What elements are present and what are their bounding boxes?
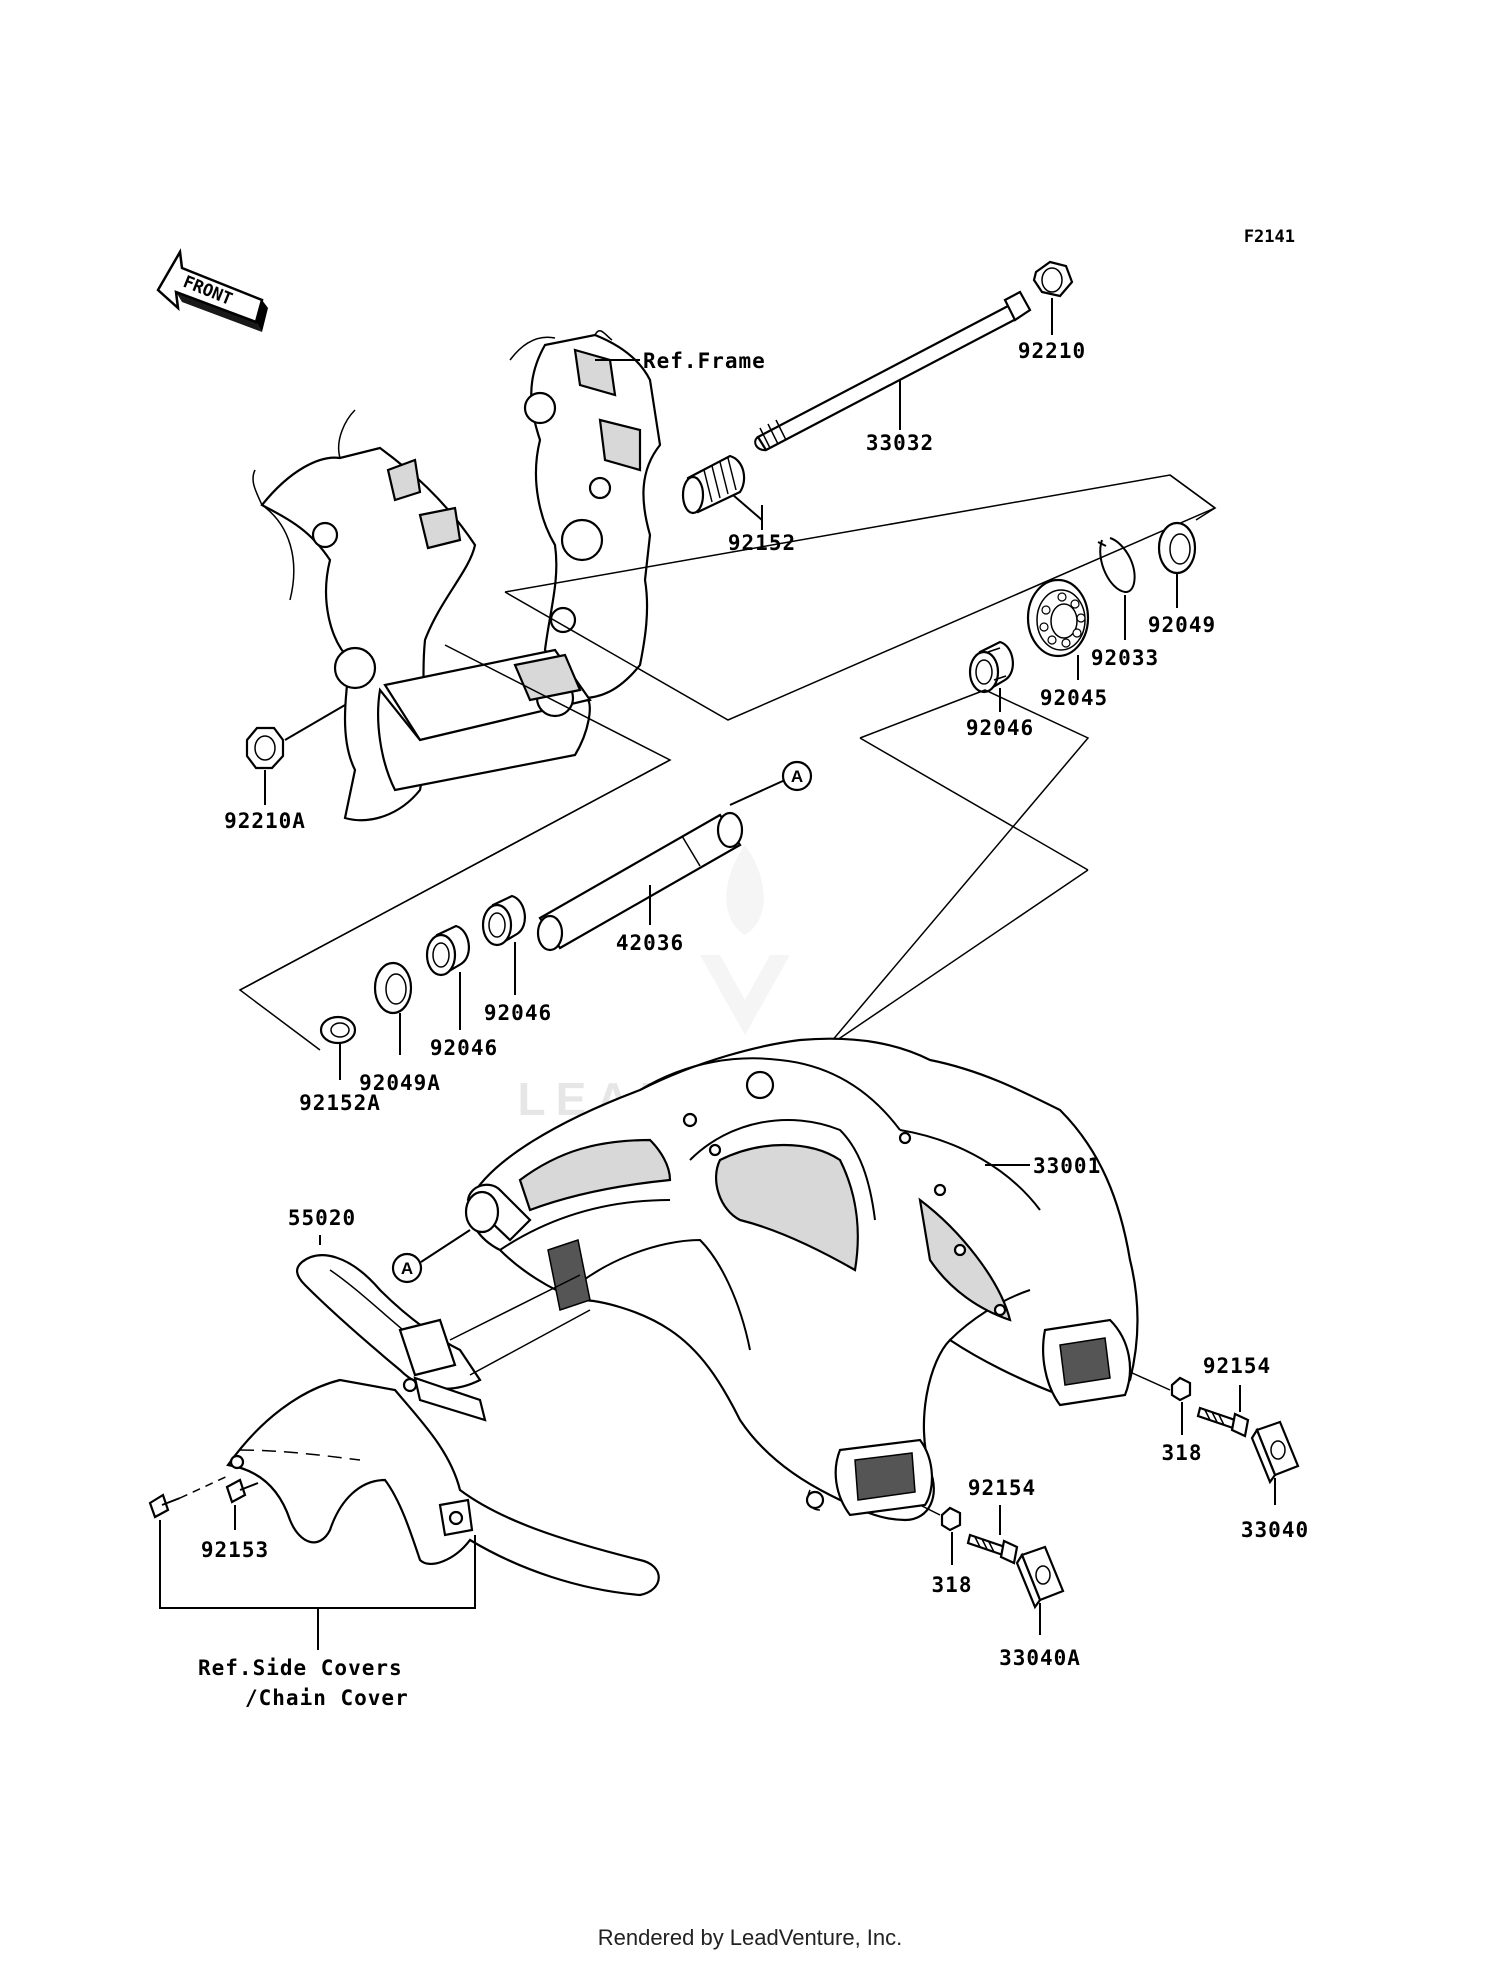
ref-chain-cover-label: /Chain Cover	[245, 1686, 409, 1710]
label-55020: 55020	[288, 1206, 356, 1230]
footer-credit: Rendered by LeadVenture, Inc.	[598, 1925, 903, 1950]
label-33040A: 33040A	[999, 1646, 1081, 1670]
label-92045: 92045	[1040, 686, 1108, 710]
pivot-shaft-33032	[754, 290, 1032, 452]
swingarm-33001	[464, 1037, 1139, 1522]
nut-318-bottom	[940, 1506, 962, 1532]
bearing-92045	[1026, 578, 1090, 658]
label-92152A: 92152A	[299, 1091, 381, 1115]
nut-92210	[1032, 260, 1074, 298]
label-92210A: 92210A	[224, 809, 306, 833]
label-318-bottom: 318	[932, 1573, 973, 1597]
label-92046-left-upper: 92046	[484, 1001, 552, 1025]
front-arrow-icon	[156, 248, 268, 332]
marker-a-top-text: A	[791, 767, 803, 786]
screw-92153-right	[225, 1478, 259, 1504]
screw-92153-left	[148, 1493, 181, 1519]
seal-92049	[1157, 521, 1197, 575]
needle-bearing-92046-left-lower	[425, 924, 470, 977]
label-33040: 33040	[1241, 1518, 1309, 1542]
label-92033: 92033	[1091, 646, 1159, 670]
leader-92152	[732, 494, 763, 521]
label-92154-right: 92154	[1203, 1354, 1271, 1378]
watermark-logo	[700, 845, 790, 1035]
circlip-92033	[1097, 537, 1136, 593]
seal-92049A	[373, 961, 413, 1015]
needle-bearing-92046-left-upper	[481, 894, 526, 947]
label-92210: 92210	[1018, 339, 1086, 363]
marker-a-top	[781, 760, 813, 792]
label-92154-bottom: 92154	[968, 1476, 1036, 1500]
label-92046-left-lower: 92046	[430, 1036, 498, 1060]
bolt-92154-bottom	[966, 1533, 1019, 1565]
label-33032: 33032	[866, 431, 934, 455]
label-33001: 33001	[1033, 1154, 1101, 1178]
marker-a-bottom	[391, 1252, 423, 1284]
ref-side-covers-label: Ref.Side Covers	[198, 1656, 403, 1680]
label-92049A: 92049A	[359, 1071, 441, 1095]
needle-bearing-92046-right	[968, 640, 1014, 694]
marker-a-bottom-text: A	[401, 1259, 413, 1278]
label-92153: 92153	[201, 1538, 269, 1562]
sleeve-42036	[536, 811, 744, 952]
label-42036: 42036	[616, 931, 684, 955]
plate-33040A	[1015, 1545, 1065, 1610]
nut-92210A	[245, 726, 285, 770]
label-92046-right: 92046	[966, 716, 1034, 740]
bracket-lower-right	[819, 689, 1090, 1056]
marker-a-top-leader	[729, 779, 786, 806]
label-92049: 92049	[1148, 613, 1216, 637]
nut-318-right	[1170, 1376, 1192, 1402]
chain-cover	[226, 1377, 660, 1597]
collar-92152	[681, 454, 746, 515]
plate-33040	[1250, 1420, 1300, 1485]
diagram-code: F2141	[1244, 227, 1295, 247]
leader-92210A-diag	[284, 704, 346, 741]
ref-frame-label: Ref.Frame	[643, 349, 766, 373]
bolt-92154-right	[1196, 1406, 1250, 1438]
label-318-right: 318	[1162, 1441, 1203, 1465]
frame-section	[252, 330, 662, 822]
marker-a-bottom-leader	[420, 1229, 471, 1263]
chain-guide-55020	[296, 1254, 487, 1422]
collar-92152A	[319, 1015, 357, 1045]
